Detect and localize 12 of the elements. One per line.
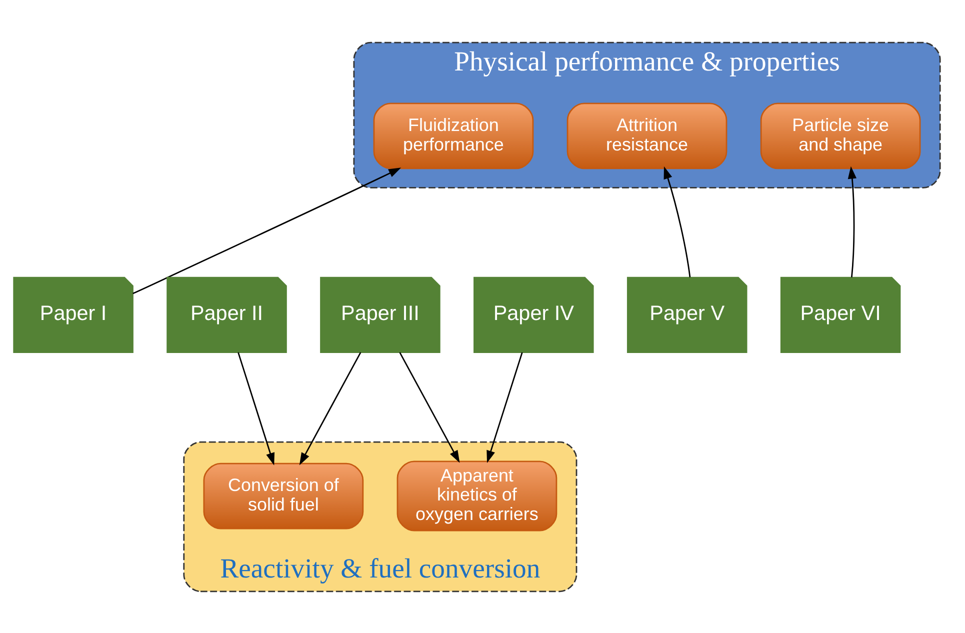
arrow bbox=[848, 166, 857, 277]
arrow bbox=[299, 352, 362, 465]
node-box: Attrition resistance bbox=[566, 102, 728, 169]
arrow bbox=[399, 352, 460, 462]
arrow bbox=[132, 167, 402, 294]
node-box: Conversion of solid fuel bbox=[203, 462, 364, 529]
node-box: Particle size and shape bbox=[760, 102, 921, 169]
arrow bbox=[486, 352, 523, 463]
arrow bbox=[664, 166, 691, 277]
node-box: Fluidization performance bbox=[373, 102, 534, 169]
node-box: Apparent kinetics of oxygen carriers bbox=[396, 460, 558, 531]
arrow bbox=[238, 352, 275, 465]
